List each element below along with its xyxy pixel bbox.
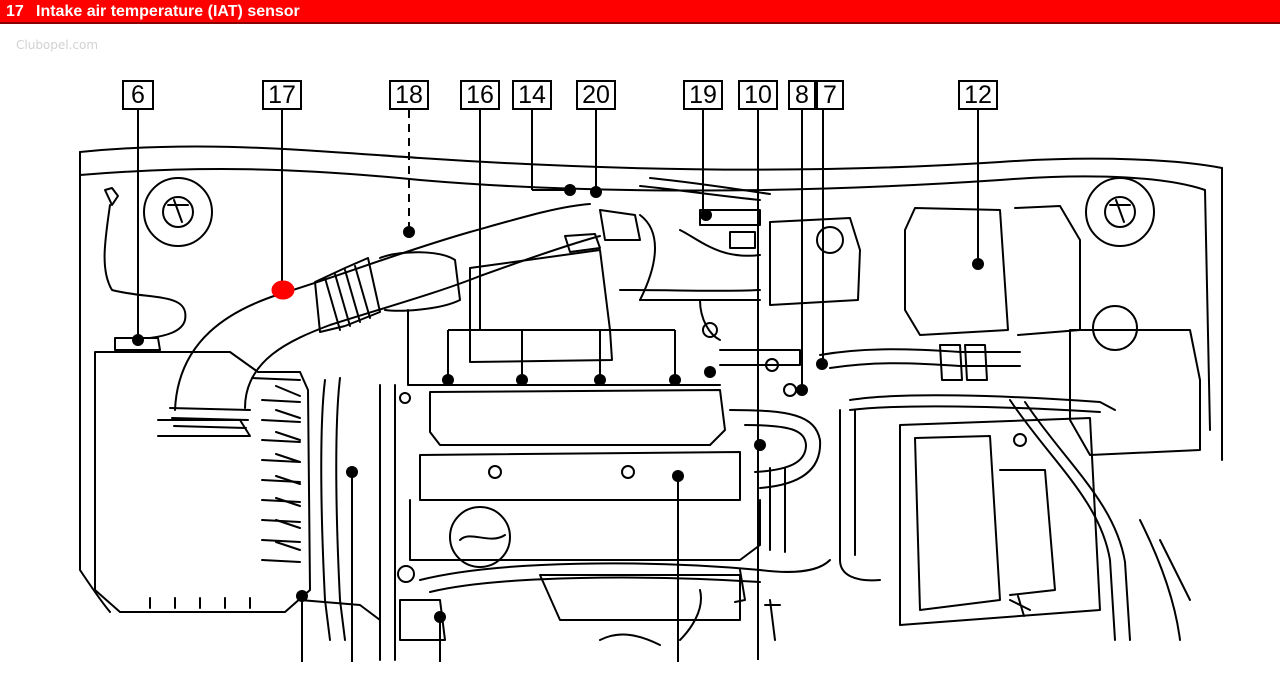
title-bar: 17 Intake air temperature (IAT) sensor — [0, 0, 1280, 24]
callout-16: 16 — [460, 80, 500, 110]
title-text: Intake air temperature (IAT) sensor — [36, 3, 300, 20]
callout-14: 14 — [512, 80, 552, 110]
iat-sensor-highlight — [271, 280, 295, 300]
callout-19: 19 — [683, 80, 723, 110]
callout-6: 6 — [122, 80, 154, 110]
title-underline — [0, 22, 1280, 24]
title-number: 17 — [6, 3, 24, 20]
callout-18: 18 — [389, 80, 429, 110]
callout-12: 12 — [958, 80, 998, 110]
watermark: Clubopel.com — [16, 38, 99, 52]
callout-20: 20 — [576, 80, 616, 110]
callout-7: 7 — [816, 80, 844, 110]
callout-17: 17 — [262, 80, 302, 110]
engine-bay-drawing — [79, 110, 1223, 662]
callout-8: 8 — [788, 80, 816, 110]
callout-10: 10 — [738, 80, 778, 110]
